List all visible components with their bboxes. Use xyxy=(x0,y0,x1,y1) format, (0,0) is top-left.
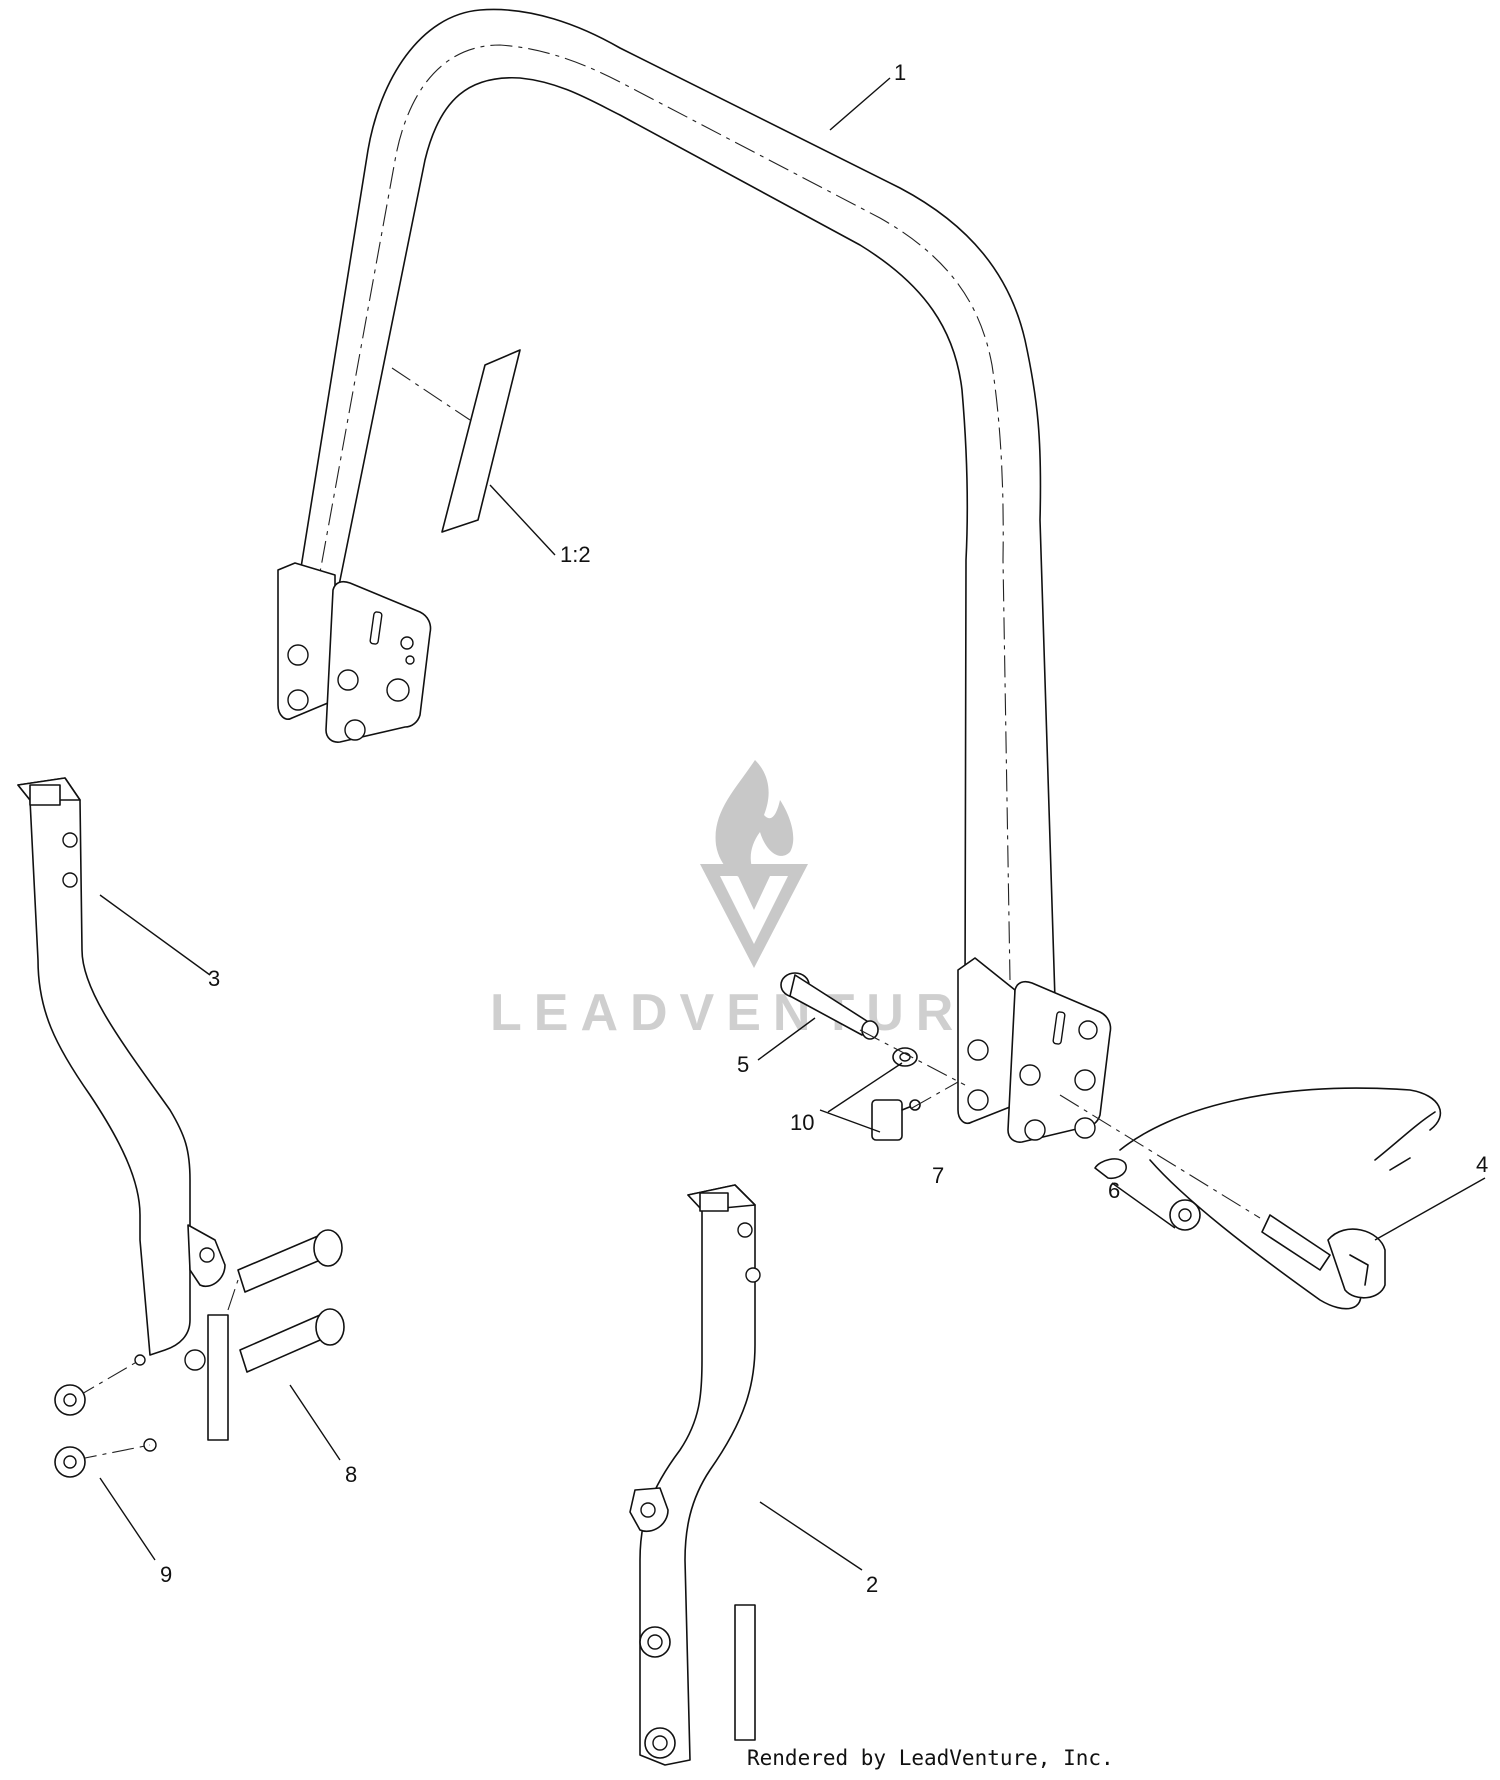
callout-3: 3 xyxy=(208,966,220,991)
callout-5: 5 xyxy=(737,1052,749,1077)
lock-nut-part xyxy=(1169,1199,1201,1231)
center-support-part xyxy=(629,1184,761,1766)
callout-2: 2 xyxy=(866,1572,878,1597)
bolt-part xyxy=(227,1229,345,1373)
lanyard-pin-part xyxy=(1059,1087,1442,1310)
decal-part xyxy=(391,349,521,533)
nut-part xyxy=(54,1384,86,1478)
callout-1-2: 1:2 xyxy=(560,542,591,567)
callout-9: 9 xyxy=(160,1562,172,1587)
callout-1: 1 xyxy=(894,60,906,85)
leadventure-watermark: LEADVENTURE xyxy=(490,760,1012,1042)
left-support-part xyxy=(17,777,229,1461)
callout-10: 10 xyxy=(790,1110,814,1135)
clevis-pin-part xyxy=(780,972,879,1040)
callout-7: 7 xyxy=(932,1163,944,1188)
footer-credit: Rendered by LeadVenture, Inc. xyxy=(747,1746,1114,1770)
bumper-part xyxy=(871,1099,921,1141)
washer-part xyxy=(892,1047,918,1067)
watermark-text: LEADVENTURE xyxy=(490,984,1012,1042)
callout-4: 4 xyxy=(1476,1152,1488,1177)
roll-bar-part xyxy=(277,8,1112,1143)
right-mount-plate xyxy=(1007,980,1112,1143)
flame-icon xyxy=(715,760,794,881)
callout-6: 6 xyxy=(1108,1178,1120,1203)
v-logo-icon xyxy=(700,864,808,968)
left-mount-plate xyxy=(325,580,432,743)
callout-8: 8 xyxy=(345,1462,357,1487)
